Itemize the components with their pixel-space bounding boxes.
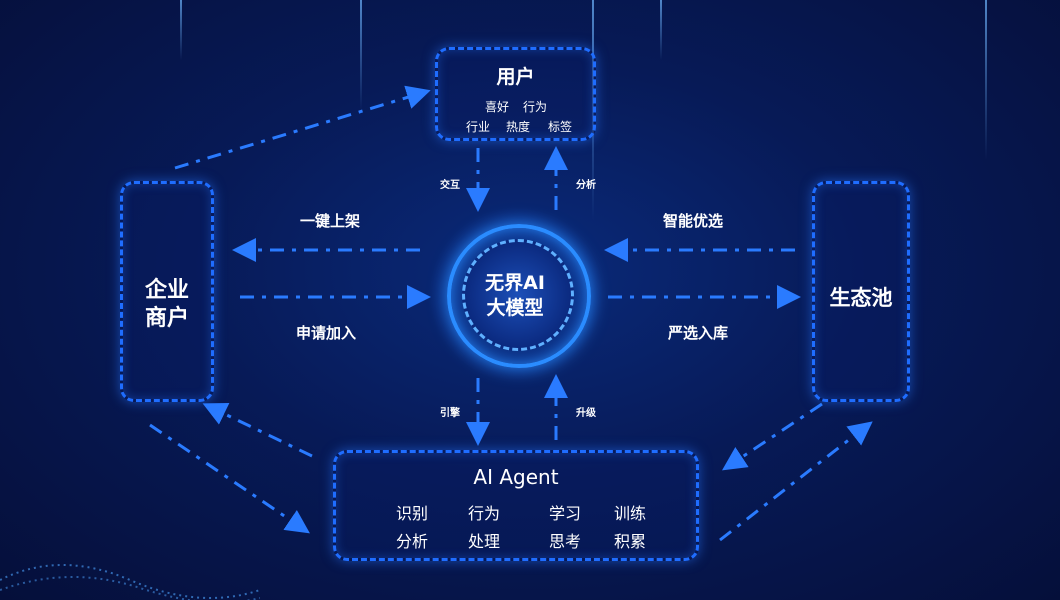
label-smart-select: 智能优选 (663, 212, 724, 230)
particle-wave (0, 564, 260, 600)
ecosystem-title: 生态池 (829, 286, 893, 310)
arrow-agent-to-enterprise (202, 402, 313, 458)
enterprise-node: 企业 商户 (120, 181, 214, 402)
enterprise-title-line1: 企业 (144, 278, 189, 303)
user-tag: 喜好 (485, 100, 510, 114)
user-node: 用户 喜好 行为 行业 热度 标签 (435, 47, 596, 141)
agent-capability: 积累 (614, 532, 647, 551)
agent-capability: 分析 (396, 532, 429, 551)
arrow-ecosystem-to-agent (721, 402, 823, 471)
user-tag: 热度 (506, 120, 531, 134)
arrow-enterprise-to-agent (149, 423, 310, 534)
light-beam (180, 0, 182, 60)
light-beam (985, 0, 987, 160)
enterprise-title-line2: 商户 (144, 306, 189, 331)
core-outer-ring (447, 224, 591, 368)
light-beam (360, 0, 362, 110)
user-title: 用户 (496, 66, 535, 88)
label-interact: 交互 (440, 180, 460, 191)
agent-capability: 训练 (614, 504, 647, 523)
user-tag: 行为 (523, 100, 548, 114)
label-analyze: 分析 (576, 180, 596, 191)
arrow-agent-to-ecosystem (719, 421, 873, 542)
agent-capability: 识别 (396, 504, 429, 523)
core-title-line2: 大模型 (486, 297, 544, 319)
agent-capability: 学习 (549, 504, 582, 523)
arrow-enterprise-to-user (174, 85, 431, 170)
ai-agent-node: AI Agent 识别 行为 学习 训练 分析 处理 思考 积累 (333, 450, 699, 561)
label-strict-storage: 严选入库 (668, 324, 729, 342)
label-apply-join: 申请加入 (296, 324, 357, 342)
user-tag: 标签 (548, 120, 573, 134)
user-tag: 行业 (466, 120, 491, 134)
agent-capability: 处理 (468, 532, 501, 551)
ai-agent-title: AI Agent (473, 465, 559, 489)
label-one-click-listing: 一键上架 (300, 212, 361, 230)
agent-capability: 行为 (468, 504, 501, 523)
label-upgrade: 升级 (576, 408, 596, 419)
label-guide: 引擎 (440, 408, 460, 419)
agent-capability: 思考 (549, 532, 582, 551)
core-inner-ring (462, 239, 574, 351)
ecosystem-node: 生态池 (812, 181, 910, 402)
light-beam (660, 0, 662, 60)
core-title-line1: 无界AI (485, 272, 545, 294)
